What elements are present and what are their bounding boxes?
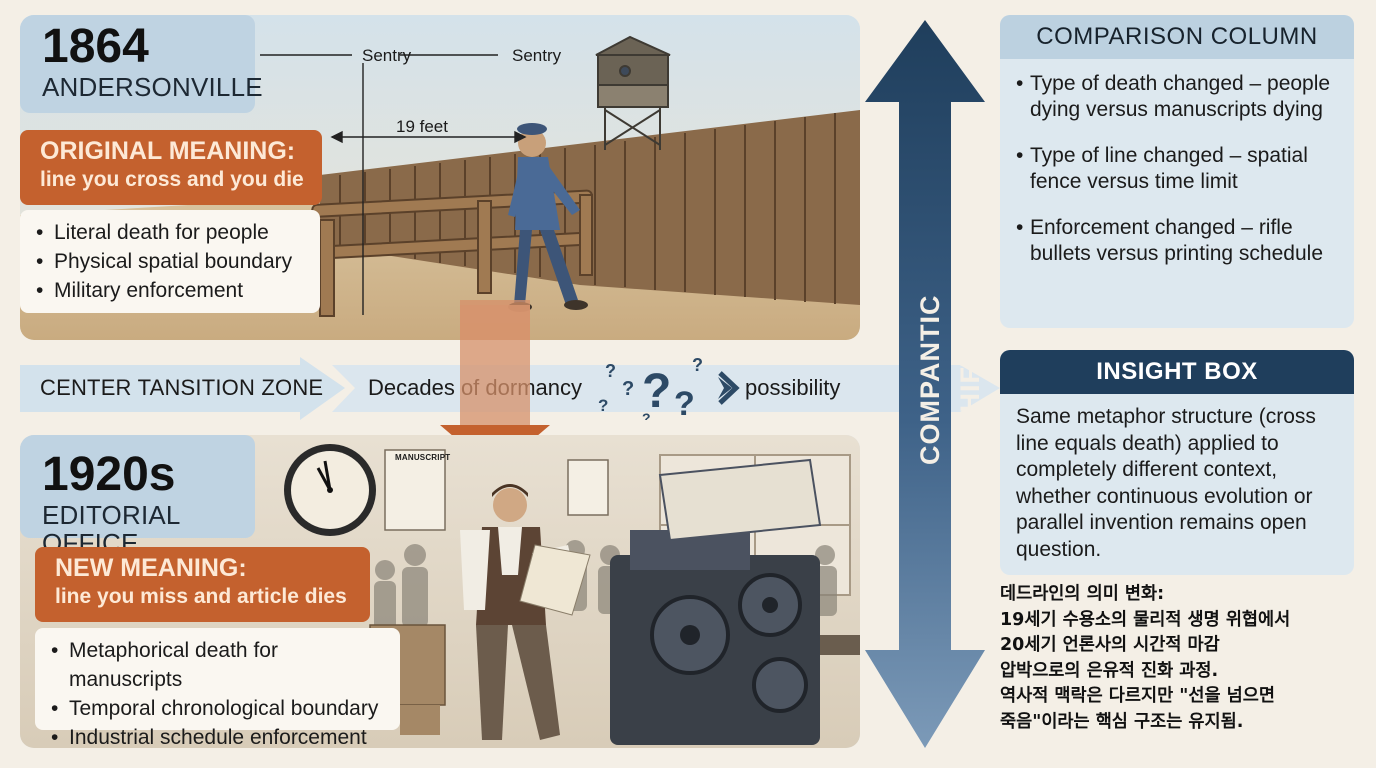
new-meaning-subtitle: line you miss and article dies [55,585,347,608]
svg-text:?: ? [642,410,651,420]
sentry-label-right: Sentry [512,46,562,65]
place-andersonville: ANDERSONVILLE [42,72,263,102]
manuscript-sign: MANUSCRIPT [395,453,451,462]
bullet-item: Industrial schedule enforcement [51,723,384,748]
insight-title: INSIGHT BOX [1000,350,1354,394]
korean-line: 20세기 언론사의 시간적 마감 [1000,635,1220,655]
printing-press [610,458,860,745]
comparison-title: COMPARISON COLUMN [1000,15,1354,59]
center-transition-zone-label: CENTER TANSITION ZONE [40,375,324,400]
sentry-label-left: Sentry [362,46,412,65]
comparison-column: COMPARISON COLUMN Type of death changed … [1000,15,1354,328]
original-meaning-subtitle: line you cross and you die [40,168,304,191]
panel-1864: 1864 ANDERSONVILLE Sentry Sentry 19 feet… [20,15,860,340]
original-meaning-title: ORIGINAL MEANING: [40,137,296,165]
comparison-item: Enforcement changed – rifle bullets vers… [1016,215,1338,267]
new-meaning-box: NEW MEANING: line you miss and article d… [35,547,370,622]
korean-summary: 데드라인의 의미 변화: 19세기 수용소의 물리적 생명 위협에서 20세기 … [1000,582,1360,735]
new-meaning-title: NEW MEANING: [55,554,247,582]
korean-line: 역사적 맥락은 다르지만 "선을 넘으면 [1000,686,1275,706]
original-meaning-bullets: Literal death for people Physical spatia… [20,210,320,313]
bullet-item: Literal death for people [36,218,304,247]
year-1920s: 1920s [42,448,176,501]
year-card-1864: 1864 ANDERSONVILLE [20,15,263,113]
svg-text:?: ? [622,378,634,400]
korean-line: 데드라인의 의미 변화: [1000,584,1165,604]
svg-text:?: ? [642,365,671,418]
possibility-label: possibility [745,375,841,400]
distance-label: 19 feet [396,117,448,136]
question-marks-icon: ? ? ? ? ? ? ? [598,357,703,420]
semantic-shift-label: COMPANTIC SHIFT [915,294,985,466]
measurement-lines [260,54,527,315]
bullet-item: Military enforcement [36,276,304,305]
comparison-item: Type of line changed – spatial fence ver… [1016,143,1338,195]
original-meaning-box: ORIGINAL MEANING: line you cross and you… [20,130,322,205]
bullet-item: Physical spatial boundary [36,247,304,276]
vertical-double-arrow-icon [865,20,985,748]
bullet-item: Temporal chronological boundary [51,694,384,723]
korean-line: 죽음"이라는 핵심 구조는 유지됨. [1000,711,1244,732]
editor-figure [460,484,591,740]
bullet-item: Metaphorical death for manuscripts [51,636,384,694]
svg-text:?: ? [598,396,608,415]
year-card-1920s: 1920s EDITORIAL OFFICE [20,435,255,557]
guard-tower [595,35,671,150]
korean-line: 압박으로의 은유적 진화 과정. [1000,660,1219,681]
panel-1920s: MANUSCRIPT 1920s EDITORIAL OFFICE NEW ME… [20,435,860,748]
korean-line: 19세기 수용소의 물리적 생명 위협에서 [1000,609,1291,630]
svg-text:?: ? [674,385,695,420]
year-1864: 1864 [42,20,149,73]
prisoner-figure [508,123,588,312]
insight-box: INSIGHT BOX Same metaphor structure (cro… [1000,350,1354,575]
clock-icon [284,444,376,536]
svg-text:?: ? [692,357,703,375]
new-meaning-bullets: Metaphorical death for manuscripts Tempo… [35,628,400,748]
insight-body: Same metaphor structure (cross line equa… [1016,405,1316,561]
svg-text:?: ? [605,361,616,381]
comparison-item: Type of death changed – people dying ver… [1016,71,1338,123]
